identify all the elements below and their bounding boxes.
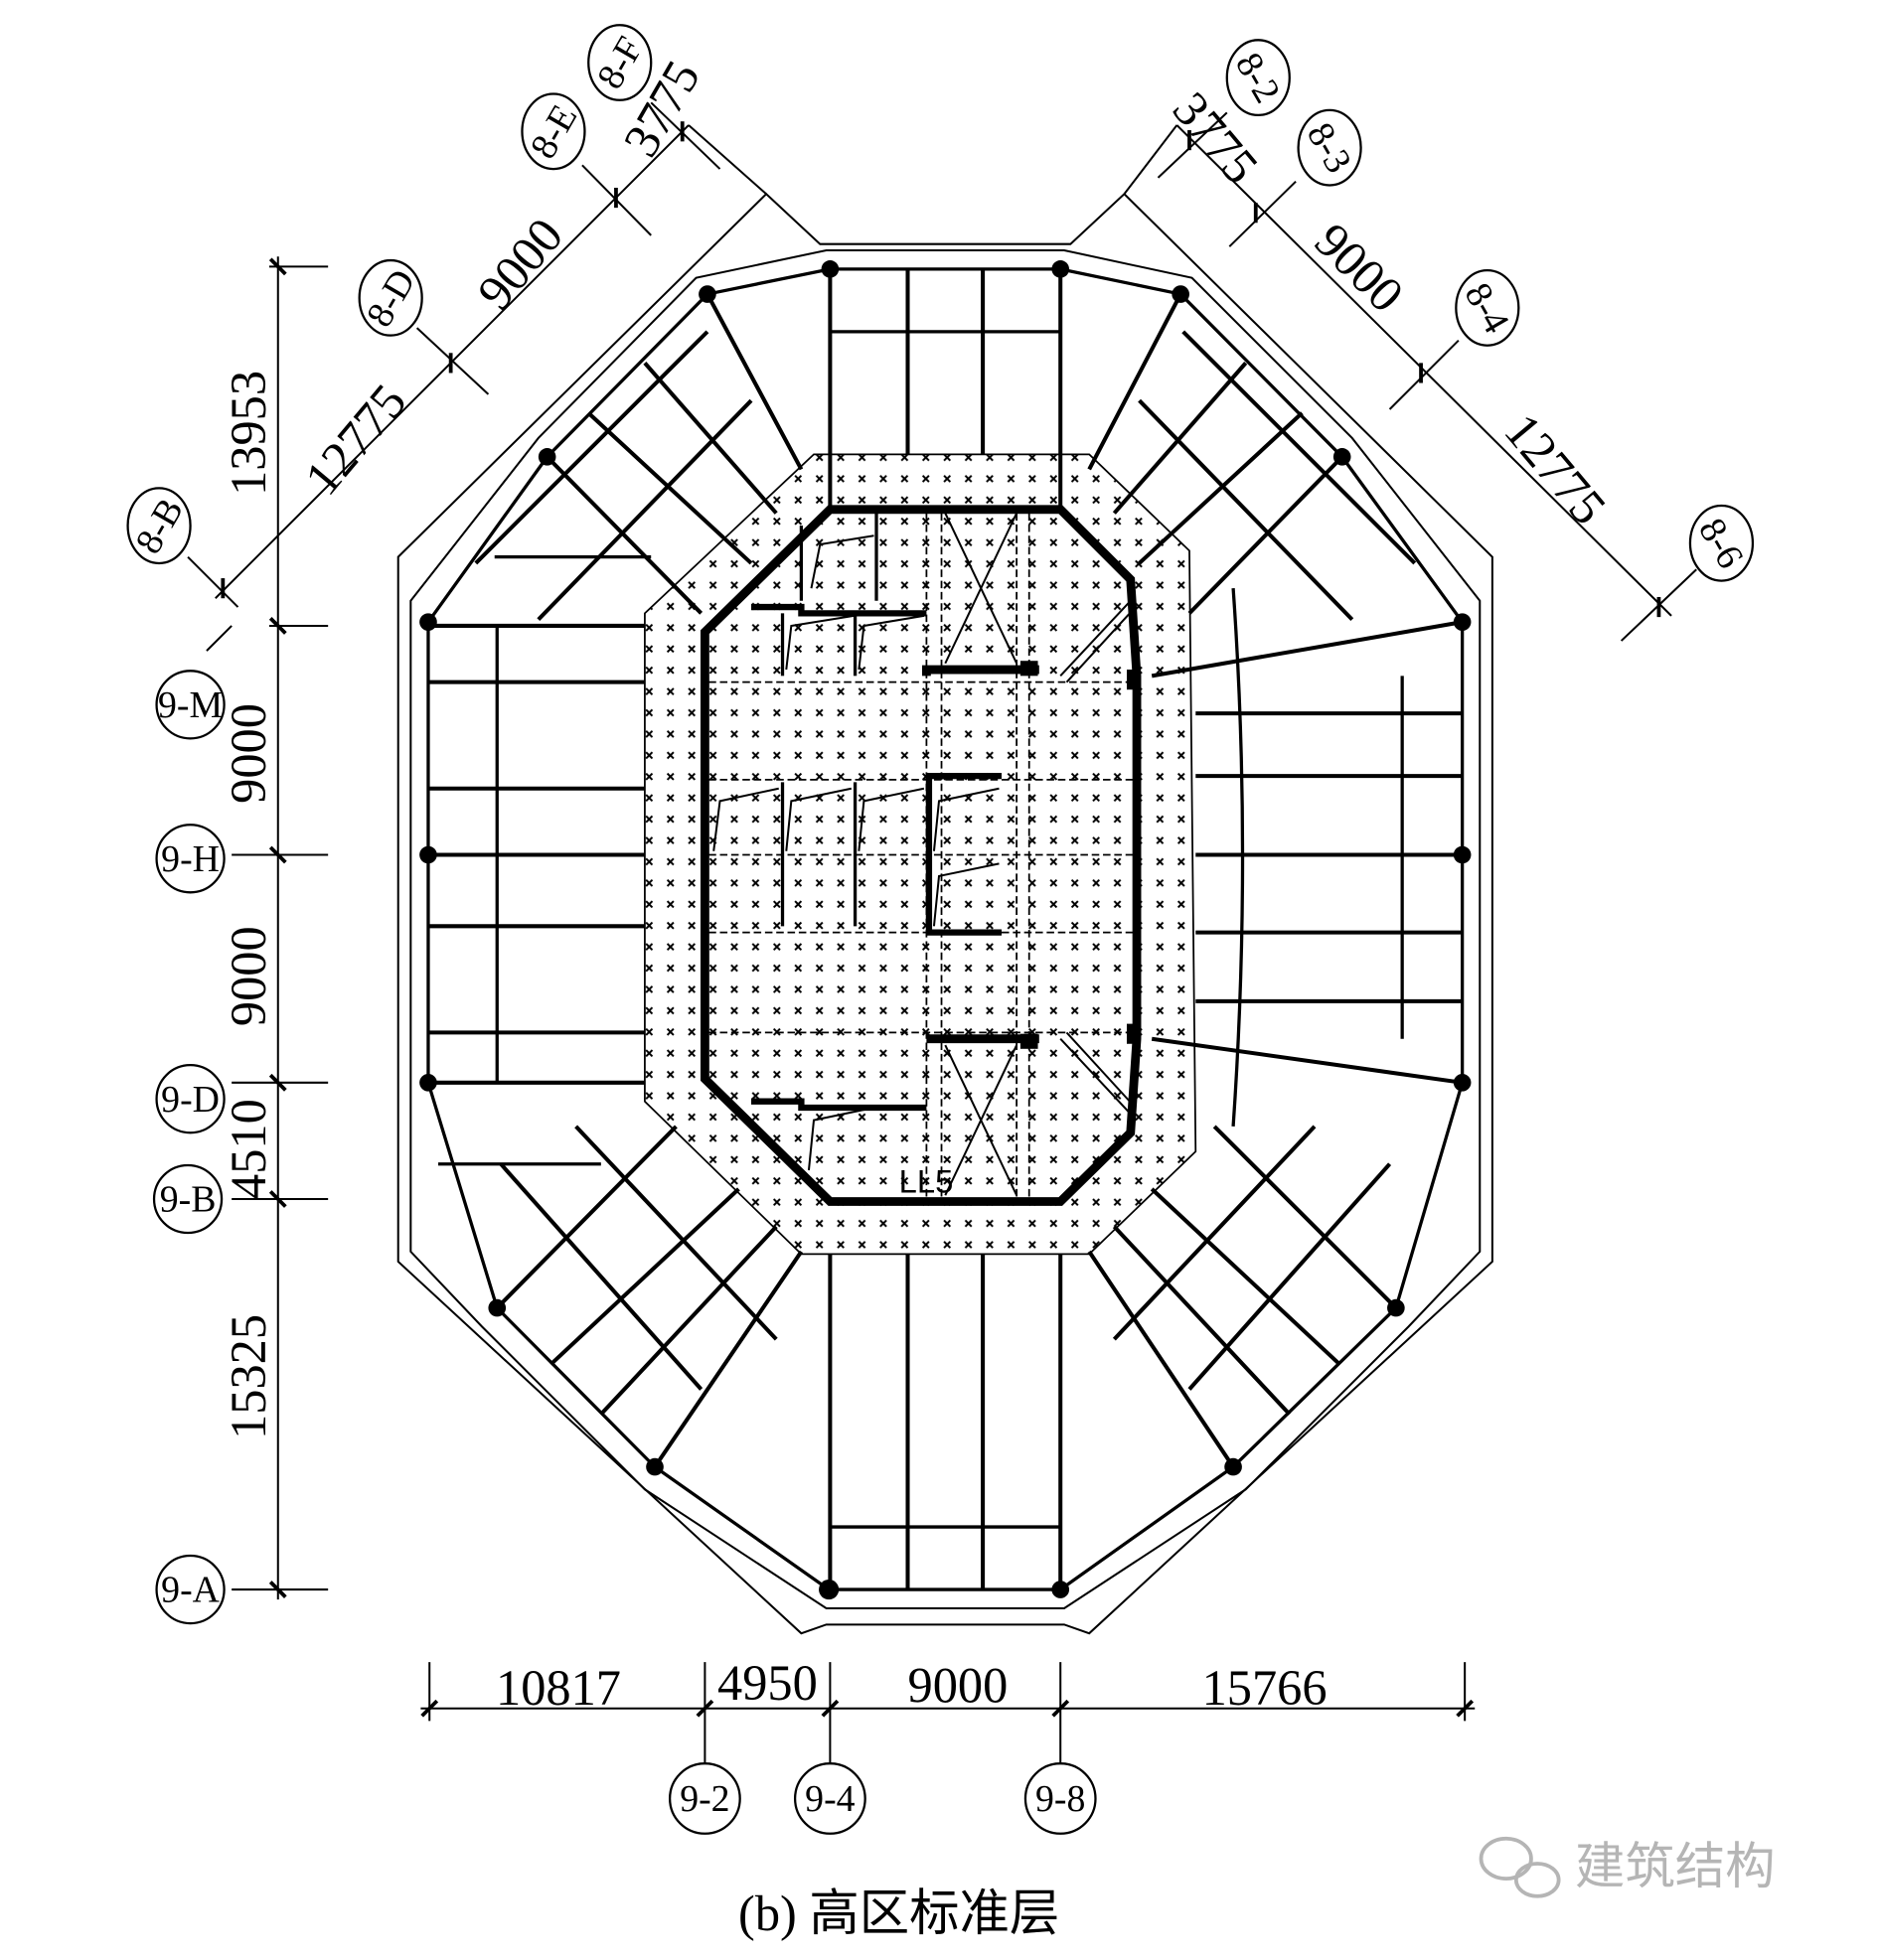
column [419,845,437,864]
dim-bottom-4: 15766 [1202,1660,1328,1716]
dim-left-2: 9000 [221,703,276,804]
watermark-text: 建筑结构 [1575,1837,1776,1895]
column [1172,285,1189,303]
svg-text:9-D: 9-D [161,1079,220,1121]
watermark: 建筑结构 [1479,1836,1776,1898]
axis-bubble-8-F: 8-F [587,24,653,101]
floor-beams [427,268,1463,1590]
column [1387,1298,1405,1317]
dim-ne-2: 9000 [1305,213,1415,323]
column [1051,260,1070,278]
column [1453,613,1472,631]
nw-dimension-chain: 12775 9000 3775 8-B 8-D 8-E 8-F [126,24,767,608]
wechat-icon [1479,1836,1561,1898]
axis-bubble-9-8: 9-8 [1023,1762,1097,1835]
dim-left-1: 13953 [221,371,276,496]
column [1332,448,1351,466]
axis-bubble-8-E: 8-E [521,92,586,171]
core-interior: LL5 [708,513,1140,1200]
column [1453,845,1472,864]
axis-bubble-8-3: 8-3 [1297,108,1362,187]
column [419,1073,437,1092]
svg-text:9-M: 9-M [158,684,223,726]
svg-text:9-2: 9-2 [680,1778,729,1820]
dim-ne-3: 12775 [1494,403,1618,534]
column [1224,1457,1242,1476]
svg-text:9-B: 9-B [160,1179,217,1221]
dim-left-5: 15325 [221,1314,276,1439]
axis-bubble-9-H: 9-H [155,824,226,894]
column [1453,1073,1472,1092]
columns [419,260,1472,1600]
dim-nw-1: 12775 [294,374,417,505]
column [538,448,556,466]
axis-bubble-9-A: 9-A [155,1554,226,1625]
dim-left-4: 4510 [221,1099,276,1199]
figure-caption: (b) 高区标准层 [738,1885,1059,1941]
axis-bubble-9-4: 9-4 [793,1762,866,1835]
svg-text:9-8: 9-8 [1035,1778,1085,1820]
axis-bubble-8-6: 8-6 [1688,504,1755,582]
axis-bubble-8-D: 8-D [358,258,424,337]
column [819,1579,840,1600]
svg-text:9-4: 9-4 [805,1778,855,1820]
bottom-dimension-chain: 10817 4950 9000 15766 9-2 9-4 9-8 [420,1655,1476,1835]
coupling-beam-label: LL5 [899,1163,954,1200]
dim-bottom-1: 10817 [496,1660,621,1716]
column [419,613,437,631]
column [699,285,716,303]
axis-bubble-8-B: 8-B [126,487,192,565]
svg-text:9-H: 9-H [161,838,220,880]
column [821,260,840,278]
ne-dimension-chain: 3775 9000 12775 8-2 8-3 8-4 8-6 [1123,39,1755,642]
left-dimension-chain: 13953 9000 9000 4510 15325 9-M 9-H 9-D 9… [152,256,329,1625]
perimeter-ring-inner [409,248,1482,1609]
axis-bubble-9-M: 9-M [155,670,226,740]
dim-nw-2: 9000 [467,208,574,320]
column [646,1457,664,1476]
dim-bottom-2: 4950 [717,1655,818,1711]
dim-bottom-3: 9000 [908,1657,1009,1713]
dim-left-3: 9000 [221,926,276,1026]
axis-bubble-9-B: 9-B [152,1163,224,1235]
axis-bubble-8-2: 8-2 [1225,39,1291,117]
column [488,1298,507,1317]
svg-text:9-A: 9-A [161,1570,220,1611]
axis-bubble-9-2: 9-2 [668,1762,741,1835]
axis-bubble-8-4: 8-4 [1455,269,1520,347]
column [1051,1581,1070,1598]
slab-outline [396,192,1493,1635]
axis-bubble-9-D: 9-D [155,1064,226,1134]
core-wall [700,505,1142,1206]
